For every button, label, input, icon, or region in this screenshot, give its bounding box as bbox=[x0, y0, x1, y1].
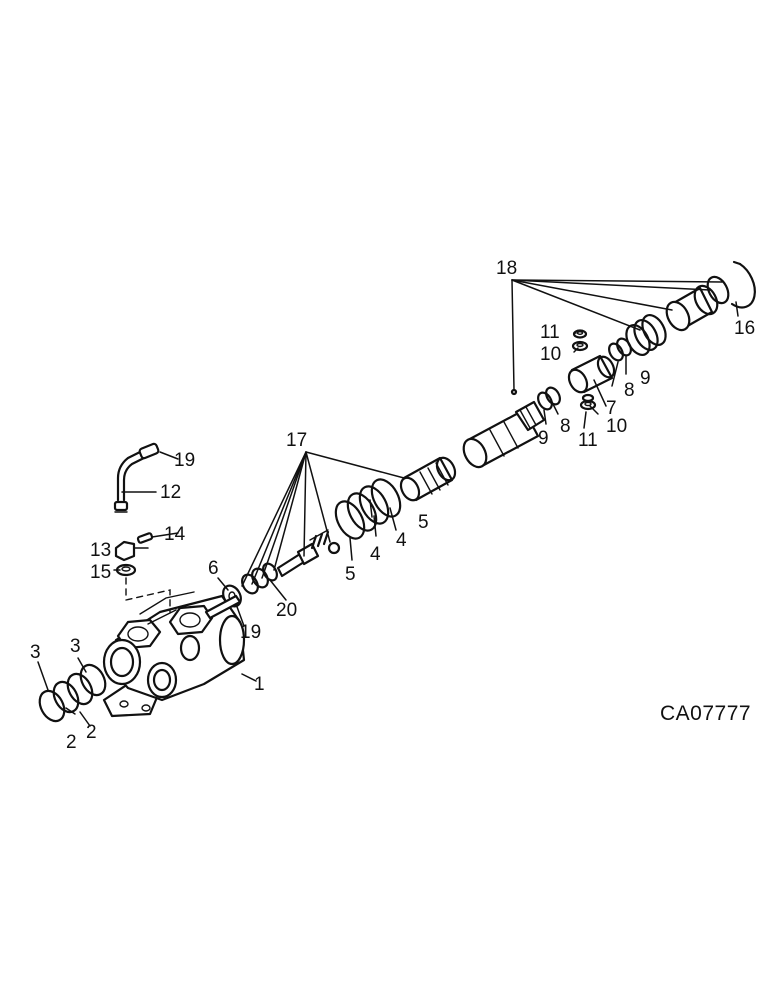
callout-18: 18 bbox=[496, 258, 517, 279]
callout-17: 17 bbox=[286, 430, 307, 451]
callout-labels: 1 2 2 3 3 4 4 5 5 5 6 7 8 8 9 9 10 10 11… bbox=[30, 258, 755, 753]
callout-15: 15 bbox=[90, 562, 111, 583]
end-sleeve bbox=[665, 284, 719, 332]
upper-rings bbox=[608, 337, 632, 362]
callout-2-right: 2 bbox=[86, 722, 97, 743]
callout-16: 16 bbox=[734, 318, 755, 339]
callout-12: 12 bbox=[160, 482, 181, 503]
callout-2-left: 2 bbox=[66, 732, 77, 753]
lower-rings bbox=[537, 386, 561, 411]
callout-8-upper: 8 bbox=[624, 380, 635, 401]
end-seal-rings bbox=[38, 663, 107, 723]
callout-19-lower: 19 bbox=[240, 622, 261, 643]
retaining-ring bbox=[706, 260, 756, 309]
callout-8-lower: 8 bbox=[560, 416, 571, 437]
callout-19-upper: 19 bbox=[174, 450, 195, 471]
valve-body bbox=[102, 591, 246, 718]
callout-5-upper: 5 bbox=[418, 512, 429, 533]
piston-sleeve bbox=[462, 388, 546, 469]
callout-13: 13 bbox=[90, 540, 111, 561]
diagram-id: CA07777 bbox=[660, 702, 751, 725]
valve-spool bbox=[399, 456, 457, 502]
callout-1: 1 bbox=[254, 674, 265, 695]
callout-5-lower: 5 bbox=[345, 564, 356, 585]
sleeve-seals bbox=[334, 478, 402, 540]
callout-4-upper: 4 bbox=[396, 530, 407, 551]
callout-4-lower: 4 bbox=[370, 544, 381, 565]
callout-20: 20 bbox=[276, 600, 297, 621]
upper-plug bbox=[571, 329, 589, 352]
callout-9-lower: 9 bbox=[538, 428, 549, 449]
relief-valve-parts bbox=[204, 529, 341, 620]
coil-spring bbox=[625, 314, 667, 356]
callout-10-lower: 10 bbox=[606, 416, 627, 437]
leader-lines bbox=[37, 279, 739, 727]
callout-3-right: 3 bbox=[70, 636, 81, 657]
callout-7: 7 bbox=[606, 398, 617, 419]
callout-14: 14 bbox=[164, 524, 186, 545]
callout-6: 6 bbox=[208, 558, 219, 579]
cylinder bbox=[567, 354, 616, 394]
tube-assembly bbox=[113, 442, 171, 613]
callout-11-upper: 11 bbox=[540, 322, 560, 343]
callout-3-left: 3 bbox=[30, 642, 41, 663]
lower-plug bbox=[579, 393, 597, 411]
callout-11-lower: 11 bbox=[578, 430, 598, 451]
callout-10-upper: 10 bbox=[540, 344, 561, 365]
callout-9-upper: 9 bbox=[640, 368, 651, 389]
